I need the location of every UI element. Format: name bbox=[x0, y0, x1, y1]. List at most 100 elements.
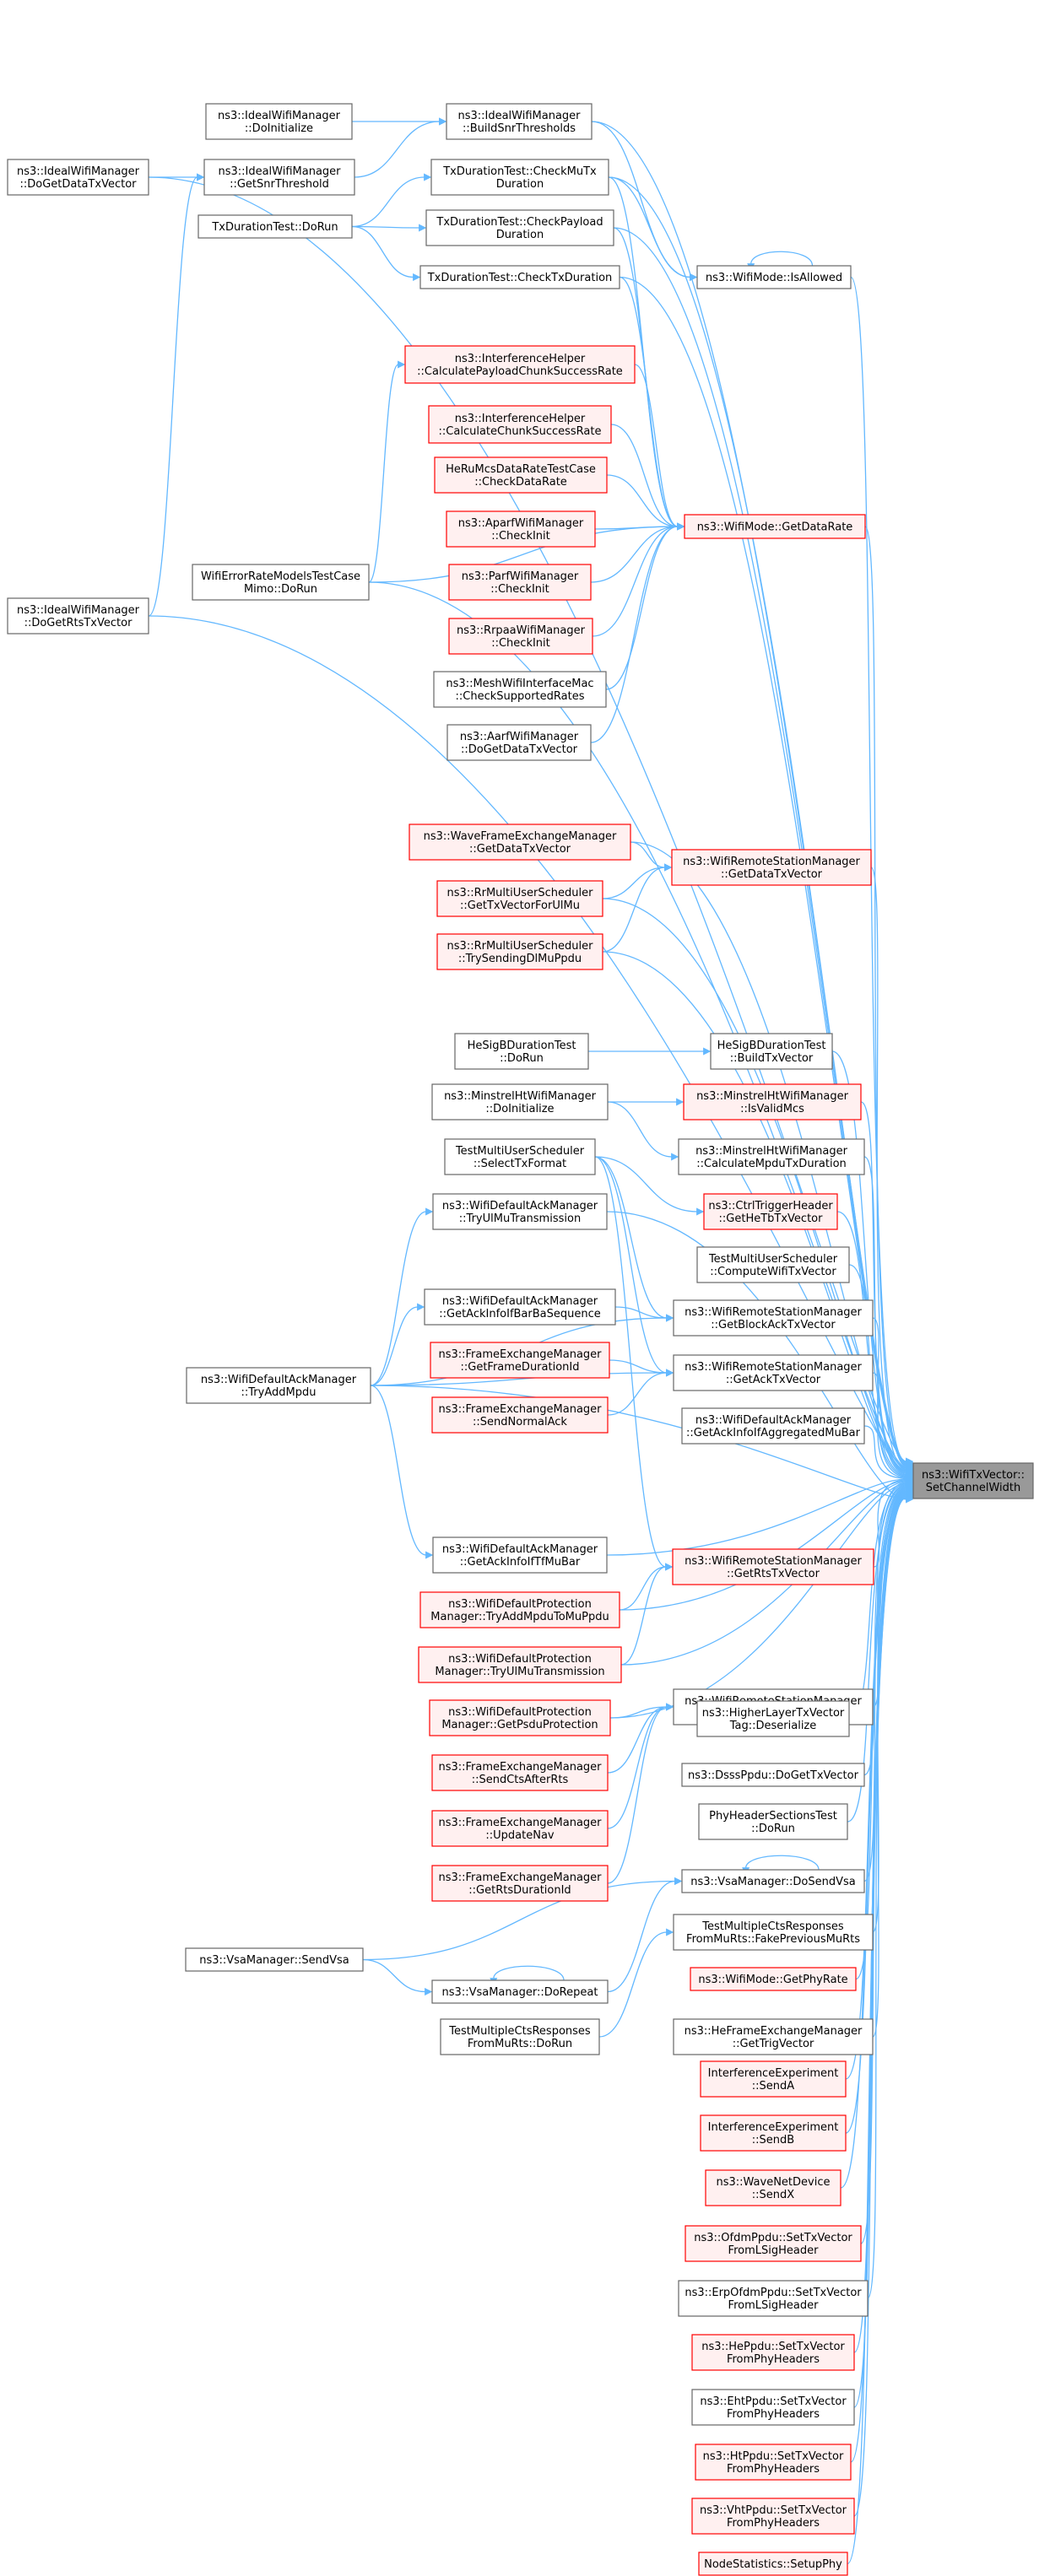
graph-node[interactable]: ns3::FrameExchangeManager::GetFrameDurat… bbox=[430, 1342, 610, 1379]
node-box[interactable] bbox=[705, 2169, 841, 2206]
graph-node[interactable]: ns3::InterferenceHelper::CalculateChunkS… bbox=[428, 405, 612, 444]
graph-node[interactable]: ns3::ParfWifiManager::CheckInit bbox=[448, 564, 592, 601]
graph-node[interactable]: ns3::WifiDefaultAckManager::TryUlMuTrans… bbox=[432, 1193, 608, 1230]
graph-node[interactable]: ns3::WifiRemoteStationManager::GetBlockA… bbox=[673, 1299, 874, 1337]
node-box[interactable] bbox=[703, 1193, 838, 1230]
node-box[interactable] bbox=[681, 1763, 865, 1787]
node-box[interactable] bbox=[696, 1700, 850, 1737]
graph-node[interactable]: ns3::AarfWifiManager::DoGetDataTxVector bbox=[446, 724, 592, 761]
node-box[interactable] bbox=[425, 209, 614, 246]
graph-node[interactable]: ns3::FrameExchangeManager::UpdateNav bbox=[431, 1810, 609, 1847]
graph-node[interactable]: TestMultipleCtsResponsesFromMuRts::FakeP… bbox=[673, 1914, 874, 1951]
node-box[interactable] bbox=[681, 1869, 865, 1893]
node-box[interactable] bbox=[185, 1947, 364, 1972]
node-box[interactable] bbox=[434, 456, 608, 494]
graph-node[interactable]: HeSigBDurationTest::BuildTxVector bbox=[710, 1033, 833, 1070]
graph-node[interactable]: ns3::WifiDefaultAckManager::TryAddMpdu bbox=[186, 1367, 371, 1404]
graph-node[interactable]: ns3::VsaManager::SendVsa bbox=[185, 1947, 364, 1972]
node-box[interactable] bbox=[433, 671, 607, 708]
node-box[interactable] bbox=[454, 1033, 589, 1070]
graph-node[interactable]: ns3::IdealWifiManager::DoGetDataTxVector bbox=[7, 159, 149, 196]
graph-node[interactable]: ns3::IdealWifiManager::BuildSnrThreshold… bbox=[446, 103, 593, 140]
node-box[interactable] bbox=[696, 1246, 850, 1283]
node-box[interactable] bbox=[681, 1407, 865, 1445]
node-box[interactable] bbox=[186, 1367, 371, 1404]
node-box[interactable] bbox=[430, 159, 609, 196]
graph-node[interactable]: ns3::FrameExchangeManager::SendNormalAck bbox=[431, 1396, 609, 1434]
node-box[interactable] bbox=[691, 2334, 855, 2371]
graph-node[interactable]: ns3::WifiDefaultProtectionManager::TryAd… bbox=[419, 1591, 620, 1628]
node-box[interactable] bbox=[192, 564, 370, 601]
graph-node[interactable]: ns3::ErpOfdmPpdu::SetTxVectorFromLSigHea… bbox=[678, 2280, 869, 2317]
graph-node[interactable]: ns3::RrMultiUserScheduler::GetTxVectorFo… bbox=[436, 880, 603, 917]
node-box[interactable] bbox=[431, 1979, 609, 2004]
graph-node[interactable]: NodeStatistics::SetupPhy bbox=[698, 2552, 848, 2576]
graph-node[interactable]: ns3::WaveFrameExchangeManager::GetDataTx… bbox=[409, 824, 631, 861]
node-box[interactable] bbox=[678, 2280, 869, 2317]
node-box[interactable] bbox=[673, 1914, 874, 1951]
graph-node[interactable]: ns3::DsssPpdu::DoGetTxVector bbox=[681, 1763, 865, 1787]
node-box[interactable] bbox=[7, 159, 149, 196]
node-box[interactable] bbox=[671, 849, 872, 886]
node-box[interactable] bbox=[446, 724, 592, 761]
graph-node[interactable]: ns3::WifiMode::GetPhyRate bbox=[690, 1967, 857, 1991]
graph-node[interactable]: ns3::RrMultiUserScheduler::TrySendingDlM… bbox=[436, 933, 603, 970]
graph-node[interactable]: ns3::MeshWifiInterfaceMac::CheckSupporte… bbox=[433, 671, 607, 708]
node-box[interactable] bbox=[684, 514, 866, 539]
graph-node[interactable]: ns3::WifiDefaultAckManager::GetAckInfoIf… bbox=[432, 1536, 608, 1574]
node-box[interactable] bbox=[695, 2444, 852, 2481]
graph-node[interactable]: ns3::MinstrelHtWifiManager::IsValidMcs bbox=[683, 1083, 862, 1121]
graph-node[interactable]: TestMultiUserScheduler::SelectTxFormat bbox=[444, 1138, 596, 1175]
graph-node[interactable]: ns3::MinstrelHtWifiManager::DoInitialize bbox=[431, 1083, 609, 1121]
node-box[interactable] bbox=[700, 2114, 847, 2152]
node-box[interactable] bbox=[418, 1646, 622, 1683]
graph-node[interactable]: ns3::VsaManager::DoSendVsa bbox=[681, 1869, 865, 1893]
node-box[interactable] bbox=[203, 159, 355, 196]
node-box[interactable] bbox=[419, 265, 620, 289]
graph-node[interactable]: InterferenceExperiment::SendA bbox=[700, 2060, 847, 2098]
node-box[interactable] bbox=[678, 1138, 865, 1175]
node-box[interactable] bbox=[436, 880, 603, 917]
node-box[interactable] bbox=[691, 2498, 855, 2535]
node-box[interactable] bbox=[691, 2389, 855, 2426]
graph-node[interactable]: ns3::CtrlTriggerHeader::GetHeTbTxVector bbox=[703, 1193, 838, 1230]
node-box[interactable] bbox=[431, 1865, 609, 1902]
graph-node[interactable]: HeSigBDurationTest::DoRun bbox=[454, 1033, 589, 1070]
node-box[interactable] bbox=[683, 1083, 862, 1121]
graph-node[interactable]: TxDurationTest::DoRun bbox=[198, 214, 353, 239]
graph-node[interactable]: PhyHeaderSectionsTest::DoRun bbox=[698, 1803, 848, 1840]
node-box[interactable] bbox=[7, 597, 149, 635]
graph-node[interactable]: ns3::IdealWifiManager::DoGetRtsTxVector bbox=[7, 597, 149, 635]
node-box[interactable] bbox=[698, 2552, 848, 2576]
graph-node[interactable]: ns3::FrameExchangeManager::GetRtsDuratio… bbox=[431, 1865, 609, 1902]
node-box[interactable] bbox=[432, 1536, 608, 1574]
node-box[interactable] bbox=[673, 2018, 874, 2055]
node-box[interactable] bbox=[446, 510, 596, 548]
graph-node[interactable]: ns3::WifiDefaultAckManager::GetAckInfoIf… bbox=[681, 1407, 865, 1445]
graph-node[interactable]: ns3::AparfWifiManager::CheckInit bbox=[446, 510, 596, 548]
node-box[interactable] bbox=[448, 618, 593, 655]
graph-node[interactable]: TestMultiUserScheduler::ComputeWifiTxVec… bbox=[696, 1246, 850, 1283]
node-box[interactable] bbox=[700, 2060, 847, 2098]
node-box[interactable] bbox=[205, 103, 353, 140]
graph-node[interactable]: ns3::WifiDefaultProtectionManager::GetPs… bbox=[429, 1699, 611, 1736]
graph-node[interactable]: ns3::WifiDefaultProtectionManager::TryUl… bbox=[418, 1646, 622, 1683]
graph-node[interactable]: InterferenceExperiment::SendB bbox=[700, 2114, 847, 2152]
graph-node[interactable]: ns3::MinstrelHtWifiManager::CalculateMpd… bbox=[678, 1138, 865, 1175]
node-box[interactable] bbox=[431, 1396, 609, 1434]
node-box[interactable] bbox=[198, 214, 353, 239]
node-box[interactable] bbox=[419, 1591, 620, 1628]
node-box[interactable] bbox=[429, 1699, 611, 1736]
node-box[interactable] bbox=[404, 345, 636, 384]
node-box[interactable] bbox=[428, 405, 612, 444]
node-box[interactable] bbox=[409, 824, 631, 861]
node-box[interactable] bbox=[431, 1083, 609, 1121]
graph-node[interactable]: ns3::WifiRemoteStationManager::GetDataTx… bbox=[671, 849, 872, 886]
node-box[interactable] bbox=[710, 1033, 833, 1070]
